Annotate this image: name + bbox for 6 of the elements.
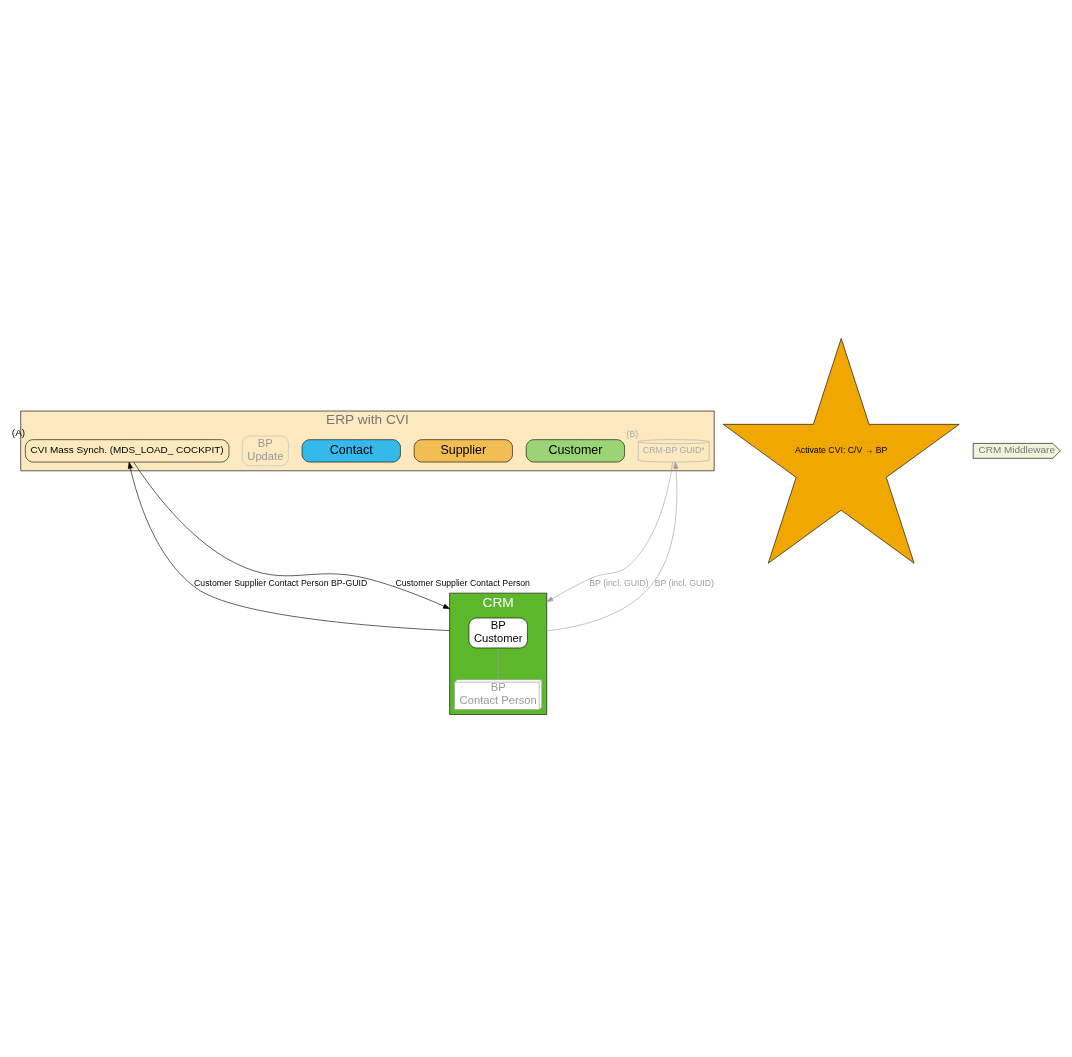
edge-label: BP (incl. GUID) bbox=[654, 577, 714, 588]
edge-label: Customer Supplier Contact Person bbox=[395, 577, 530, 588]
edge-label: Customer Supplier Contact Person BP-GUID bbox=[194, 577, 368, 588]
node-label: (A) bbox=[11, 426, 26, 438]
edge-label: BP (incl. GUID) bbox=[589, 577, 649, 588]
node-label: (B) bbox=[626, 428, 639, 439]
